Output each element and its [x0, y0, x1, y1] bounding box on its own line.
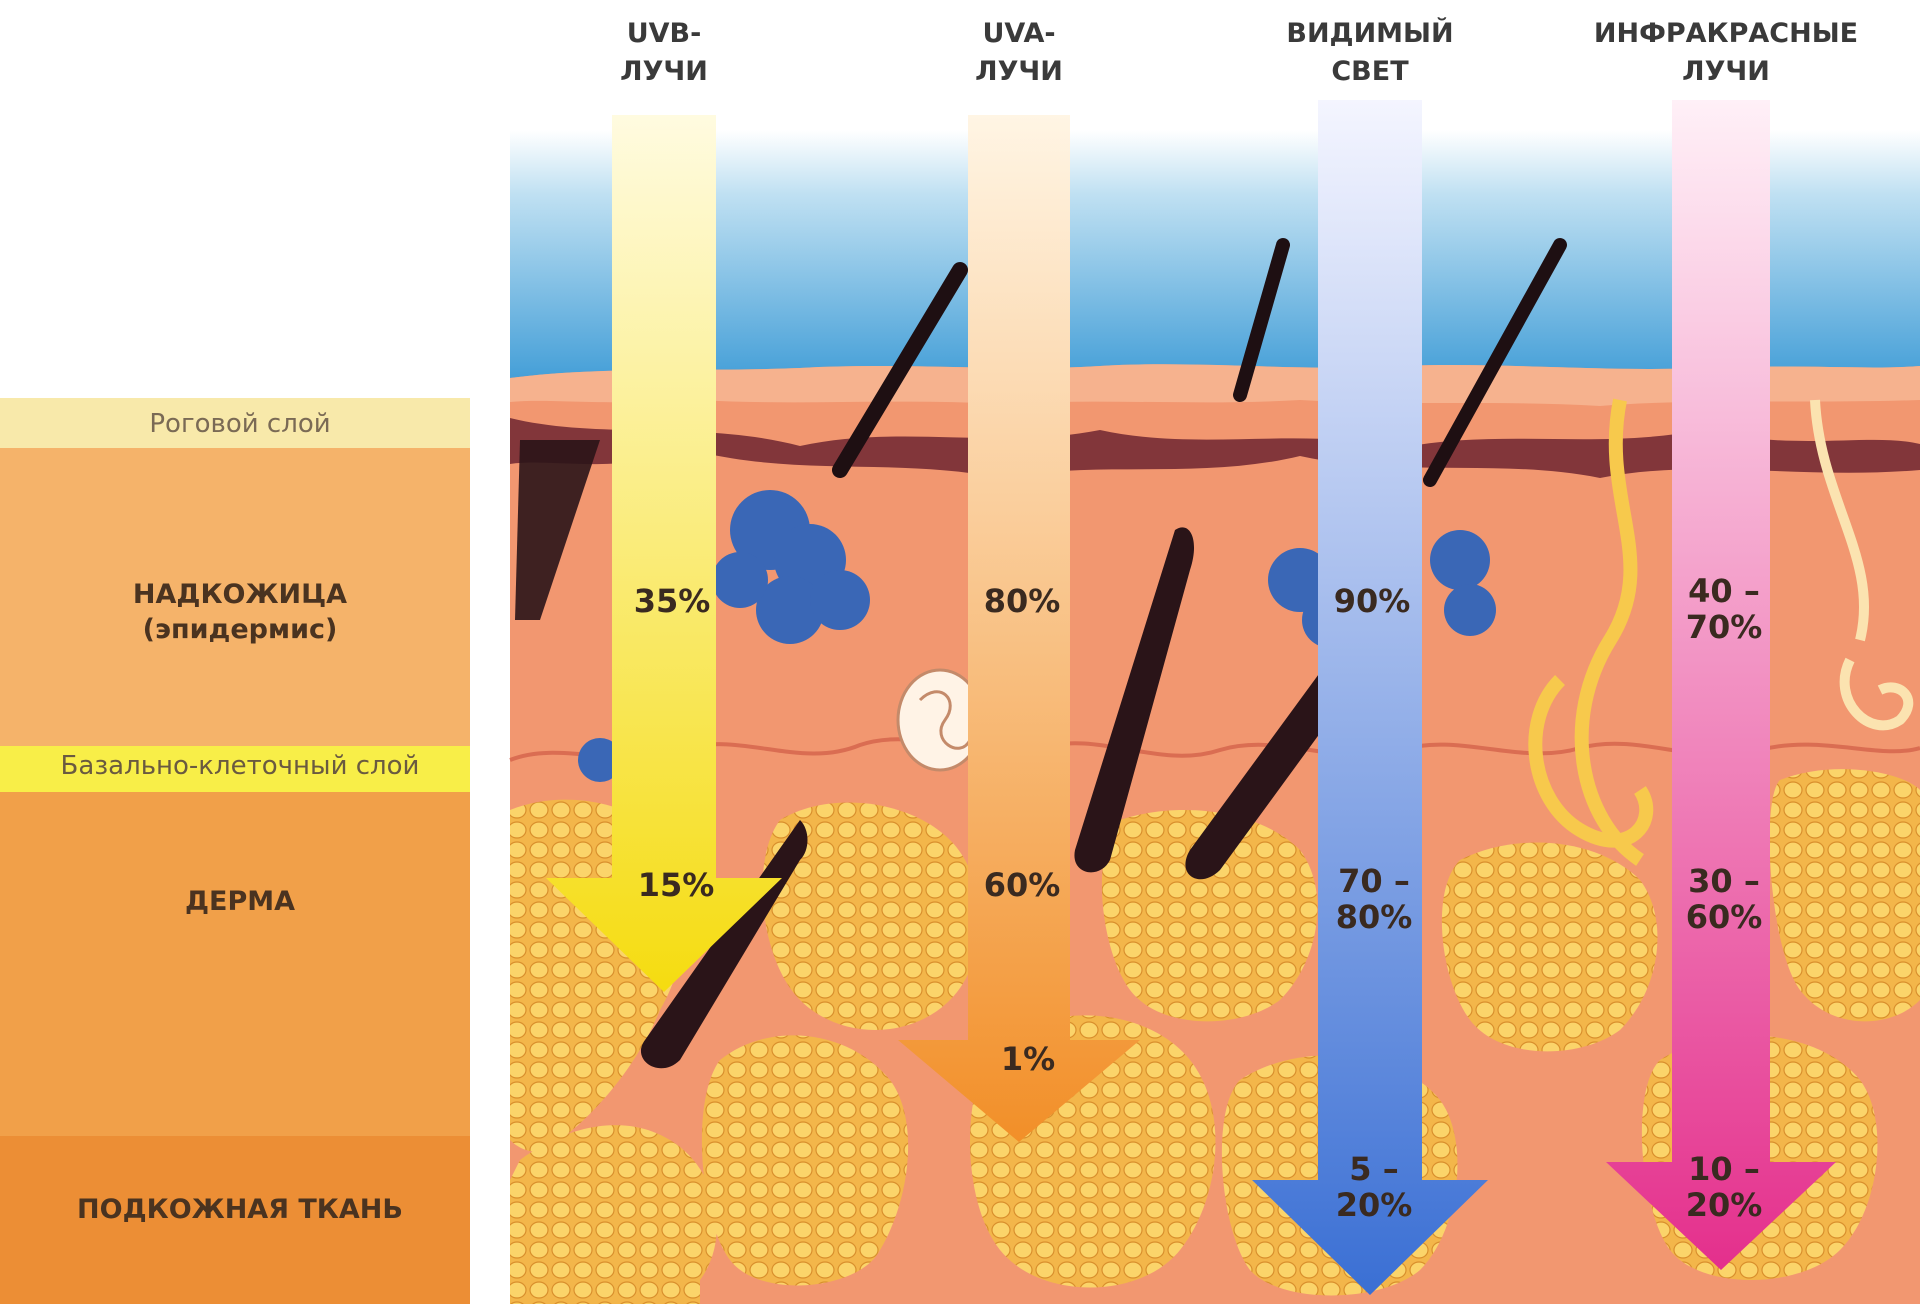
uvb-title-line1: UVB-	[627, 18, 702, 49]
uvb-pct-top: 35%	[634, 582, 711, 620]
infrared-pct-top-2: 70%	[1686, 608, 1763, 646]
layer-epidermis-label-2: (эпидермис)	[143, 614, 338, 645]
infrared-pct-bot-2: 20%	[1686, 1186, 1763, 1224]
visible-pct-bot-1: 5 –	[1349, 1150, 1398, 1188]
infrared-pct-mid-1: 30 –	[1688, 862, 1760, 900]
layer-dermis-band	[0, 792, 470, 1136]
uva-title-line2: ЛУЧИ	[975, 56, 1063, 87]
uva-title-line1: UVA-	[982, 18, 1055, 49]
visible-pct-bot-2: 20%	[1336, 1186, 1413, 1224]
uva-pct-mid: 60%	[984, 866, 1061, 904]
uva-pct-top: 80%	[984, 582, 1061, 620]
infrared-title-line2: ЛУЧИ	[1682, 56, 1770, 87]
layer-legend: Роговой слой НАДКОЖИЦА (эпидермис) Базал…	[0, 398, 470, 1304]
uva-pct-bot: 1%	[1001, 1040, 1055, 1078]
fat-tissue-8	[1442, 843, 1658, 1052]
layer-epidermis-label-1: НАДКОЖИЦА	[133, 579, 347, 610]
ray-titles: UVB- ЛУЧИ UVA- ЛУЧИ ВИДИМЫЙ СВЕТ ИНФРАКР…	[620, 17, 1858, 87]
infrared-pct-bot-1: 10 –	[1688, 1150, 1760, 1188]
layer-dermis-label: ДЕРМА	[185, 886, 295, 917]
layer-horny-label: Роговой слой	[149, 409, 330, 439]
infrared-title-line1: ИНФРАКРАСНЫЕ	[1594, 18, 1858, 49]
layer-sub-label: ПОДКОЖНАЯ ТКАНЬ	[77, 1194, 403, 1225]
infrared-pct-top-1: 40 –	[1688, 572, 1760, 610]
uvb-pct-mid: 15%	[638, 866, 715, 904]
visible-title-line2: СВЕТ	[1331, 56, 1409, 87]
fat-tissue-4	[702, 1035, 908, 1285]
visible-title-line1: ВИДИМЫЙ	[1286, 17, 1453, 49]
visible-pct-mid-1: 70 –	[1338, 862, 1410, 900]
infrared-pct-mid-2: 60%	[1686, 898, 1763, 936]
visible-pct-mid-2: 80%	[1336, 898, 1413, 936]
layer-basal-label: Базально-клеточный слой	[61, 751, 420, 781]
visible-pct-top: 90%	[1334, 582, 1411, 620]
uvb-title-line2: ЛУЧИ	[620, 56, 708, 87]
